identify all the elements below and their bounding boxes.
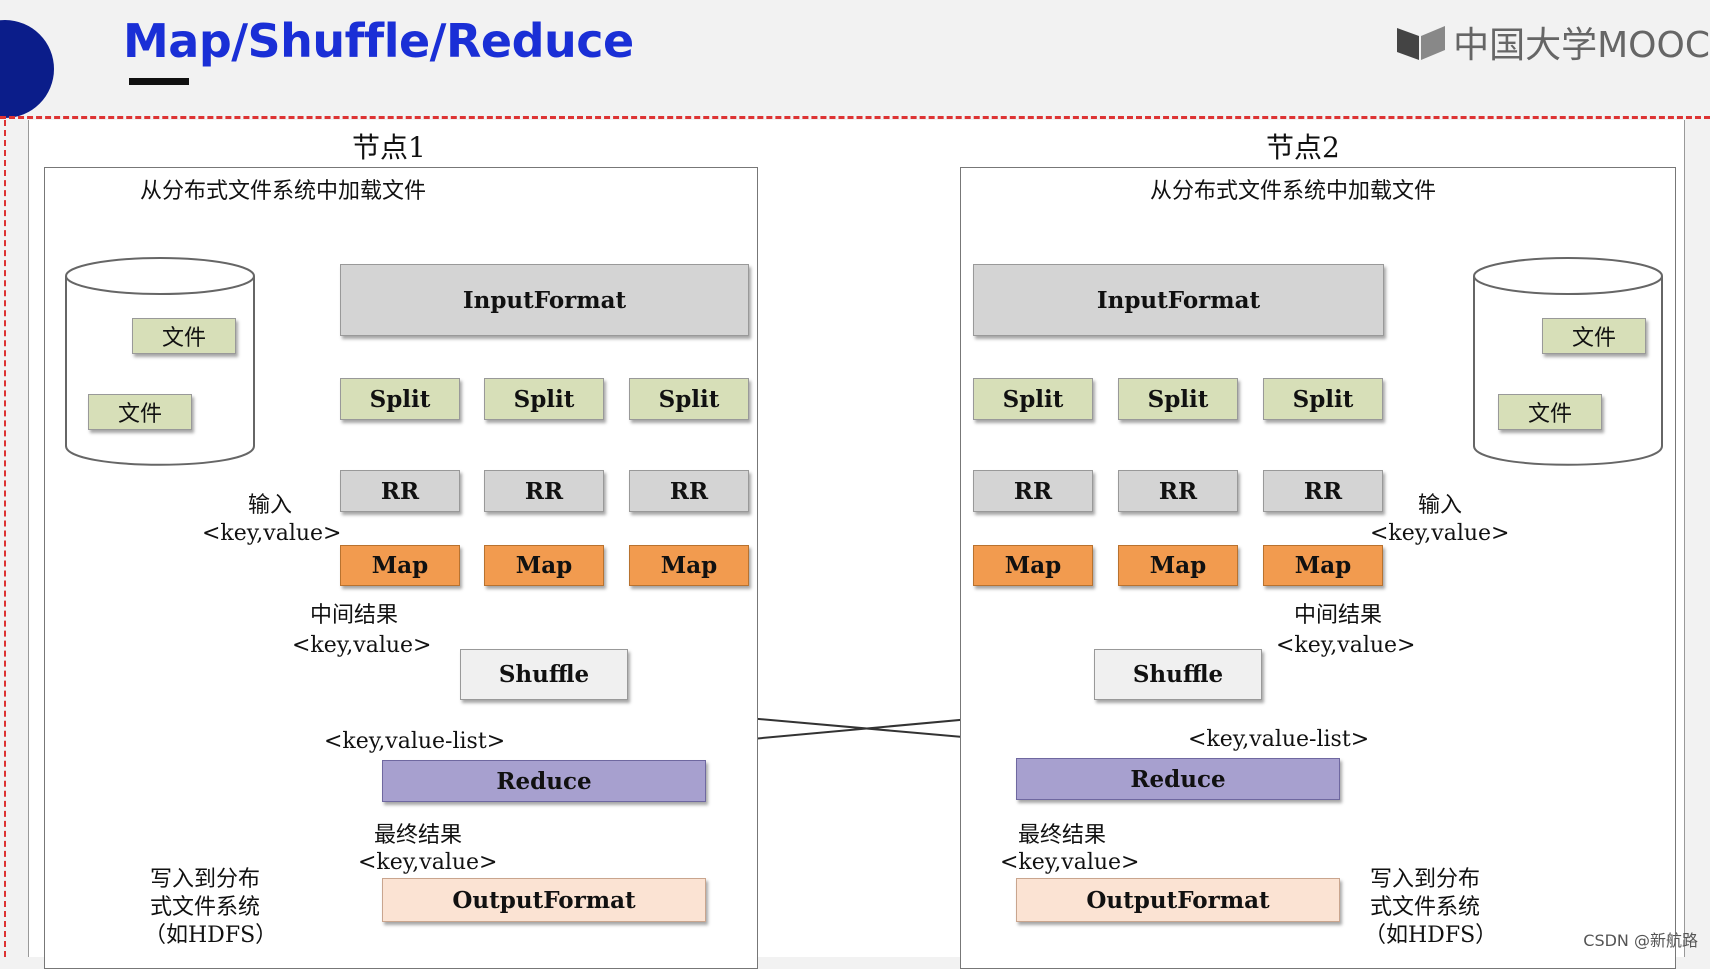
node2-write-label-1: 写入到分布 <box>1370 867 1481 892</box>
node2-intermediate-kv-label: <key,value> <box>1276 633 1416 658</box>
title-underline <box>129 78 189 85</box>
node1-map-1: Map <box>340 545 460 586</box>
node1-file-1: 文件 <box>132 318 236 354</box>
node1-split-3: Split <box>629 378 749 420</box>
node2-input-label: 输入 <box>1418 493 1463 518</box>
page-title: Map/Shuffle/Reduce <box>123 14 634 68</box>
node2-write-label-2: 式文件系统 <box>1370 895 1481 920</box>
node1-write-label-1: 写入到分布 <box>150 867 261 892</box>
node1-intermediate-kv-label: <key,value> <box>292 633 432 658</box>
node1-map-3: Map <box>629 545 749 586</box>
node2-file-1: 文件 <box>1542 318 1646 354</box>
book-logo-icon <box>1397 26 1446 60</box>
node1-split-1: Split <box>340 378 460 420</box>
node2-split-1: Split <box>973 378 1093 420</box>
node2-write-label-3: （如HDFS） <box>1364 922 1498 950</box>
node2-shuffle: Shuffle <box>1094 649 1262 700</box>
node2-reduce: Reduce <box>1016 758 1340 800</box>
node2-split-3: Split <box>1263 378 1383 420</box>
node2-value-list-label: <key,value-list> <box>1188 727 1370 752</box>
node1-rr-2: RR <box>484 470 604 512</box>
node2-inputformat: InputFormat <box>973 264 1384 336</box>
node2-outputformat: OutputFormat <box>1016 878 1340 922</box>
node1-write-label-3: （如HDFS） <box>144 923 278 948</box>
node2-final-kv-label: <key,value> <box>1000 850 1140 875</box>
node1-storage-cylinder <box>65 257 255 466</box>
node2-rr-3: RR <box>1263 470 1383 512</box>
node2-rr-1: RR <box>973 470 1093 512</box>
node2-split-2: Split <box>1118 378 1238 420</box>
node1-input-kv-label: <key,value> <box>202 521 342 546</box>
node1-title: 节点1 <box>352 131 426 164</box>
node1-intermediate-label: 中间结果 <box>310 603 399 628</box>
node1-map-2: Map <box>484 545 604 586</box>
node2-intermediate-label: 中间结果 <box>1294 603 1383 628</box>
node1-load-label: 从分布式文件系统中加载文件 <box>140 179 427 204</box>
node1-split-2: Split <box>484 378 604 420</box>
node2-map-3: Map <box>1263 545 1383 586</box>
node1-inputformat: InputFormat <box>340 264 749 336</box>
watermark: CSDN @新航路 <box>1583 931 1698 950</box>
node1-file-2: 文件 <box>88 394 192 430</box>
node1-final-kv-label: <key,value> <box>358 850 498 875</box>
node1-outputformat: OutputFormat <box>382 878 706 922</box>
node1-final-label: 最终结果 <box>374 823 463 848</box>
node2-rr-2: RR <box>1118 470 1238 512</box>
node2-input-kv-label: <key,value> <box>1370 521 1510 546</box>
logo-text: 中国大学MOOC <box>1453 25 1710 66</box>
header-divider <box>0 116 1710 119</box>
node1-write-label-2: 式文件系统 <box>150 895 261 920</box>
node1-rr-1: RR <box>340 470 460 512</box>
node2-map-2: Map <box>1118 545 1238 586</box>
node2-final-label: 最终结果 <box>1018 823 1107 848</box>
node2-title: 节点2 <box>1266 131 1340 164</box>
node1-shuffle: Shuffle <box>460 649 628 700</box>
node1-input-label: 输入 <box>248 493 293 518</box>
node2-load-label: 从分布式文件系统中加载文件 <box>1150 179 1437 204</box>
mooc-logo: 中国大学MOOC <box>1395 16 1710 68</box>
node1-value-list-label: <key,value-list> <box>324 729 506 754</box>
node1-reduce: Reduce <box>382 760 706 802</box>
node2-map-1: Map <box>973 545 1093 586</box>
left-dashed-border <box>4 120 6 957</box>
node1-rr-3: RR <box>629 470 749 512</box>
node2-storage-cylinder <box>1473 257 1663 466</box>
node2-file-2: 文件 <box>1498 394 1602 430</box>
